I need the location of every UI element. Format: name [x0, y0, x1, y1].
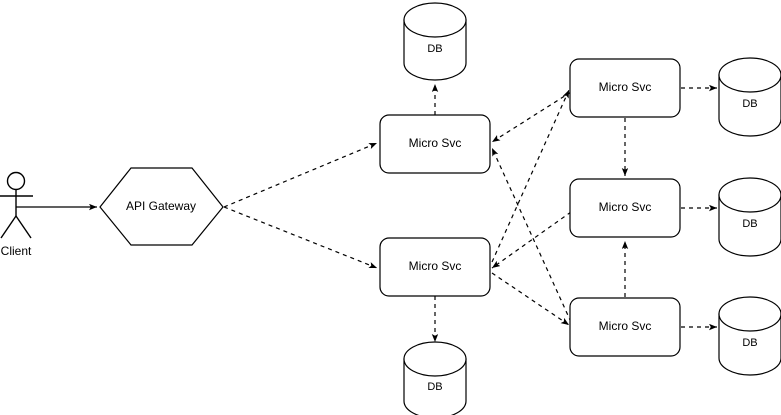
node-micro-svc-e[interactable]: Micro Svc: [569, 297, 681, 357]
actor-label: Client: [1, 244, 32, 258]
node-db-right-1[interactable]: DB: [718, 57, 781, 137]
api-gateway-label: API Gateway: [126, 199, 196, 213]
api-gateway-hexagon: [99, 167, 224, 246]
node-micro-svc-a[interactable]: Micro Svc: [379, 114, 491, 174]
db-top-cap-icon: [403, 2, 467, 38]
edge-svc-d-to-svc-b: [491, 211, 572, 269]
actor-leg-right: [15, 215, 32, 239]
db-bottom-label: DB: [427, 381, 442, 393]
micro-svc-d-label: Micro Svc: [599, 200, 652, 214]
node-api-gateway[interactable]: API Gateway: [99, 167, 224, 246]
node-micro-svc-b[interactable]: Micro Svc: [379, 237, 491, 297]
node-db-right-3[interactable]: DB: [718, 296, 781, 376]
node-micro-svc-c[interactable]: Micro Svc: [569, 58, 681, 118]
db-right-2-label: DB: [742, 218, 757, 230]
db-right-3-label: DB: [742, 337, 757, 349]
micro-svc-c-box: [569, 58, 681, 118]
db-right-1-cap-icon: [718, 57, 781, 93]
micro-svc-b-box: [379, 237, 491, 297]
node-db-top[interactable]: DB: [403, 2, 467, 81]
edge-gateway-to-svc-b: [223, 206, 378, 269]
db-right-2-cap-icon: [718, 177, 781, 213]
node-db-bottom[interactable]: DB: [403, 341, 467, 415]
db-right-3-cap-icon: [718, 296, 781, 332]
db-top-label: DB: [427, 43, 442, 55]
edge-svc-b-to-svc-e: [491, 272, 570, 326]
edge-gateway-to-svc-a: [223, 142, 378, 208]
edge-svc-b-to-svc-c: [491, 89, 570, 263]
node-micro-svc-d[interactable]: Micro Svc: [569, 178, 681, 238]
micro-svc-a-box: [379, 114, 491, 174]
edge-svc-c-to-svc-a: [491, 91, 572, 143]
actor-head-icon: [6, 171, 26, 191]
micro-svc-d-box: [569, 178, 681, 238]
db-bottom-cap-icon: [403, 341, 467, 377]
db-right-1-label: DB: [742, 98, 757, 110]
node-db-right-2[interactable]: DB: [718, 177, 781, 257]
micro-svc-e-label: Micro Svc: [599, 319, 652, 333]
actor-client[interactable]: Client: [0, 171, 33, 259]
actor-leg-left: [0, 215, 17, 239]
micro-svc-a-label: Micro Svc: [409, 136, 462, 150]
micro-svc-c-label: Micro Svc: [599, 80, 652, 94]
micro-svc-b-label: Micro Svc: [409, 259, 462, 273]
micro-svc-e-box: [569, 297, 681, 357]
